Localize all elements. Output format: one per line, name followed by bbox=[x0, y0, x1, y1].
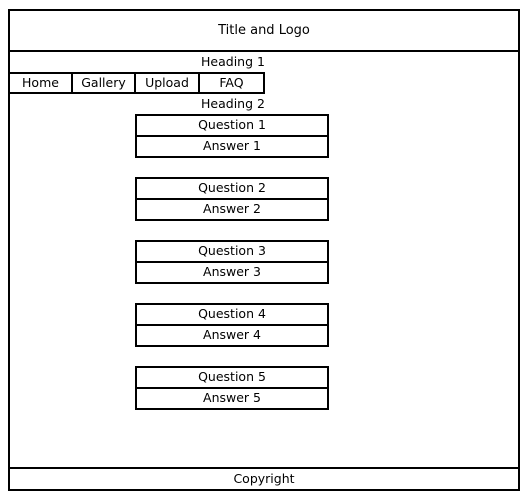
faq-answer: Answer 4 bbox=[135, 324, 329, 347]
faq-answer: Answer 2 bbox=[135, 198, 329, 221]
faq-question-label: Question 4 bbox=[198, 306, 266, 322]
nav-item-label: Home bbox=[22, 74, 59, 90]
copyright-text: Copyright bbox=[233, 470, 295, 486]
heading-2: Heading 2 bbox=[201, 95, 265, 111]
faq-question-label: Question 2 bbox=[198, 180, 266, 196]
faq-answer-label: Answer 2 bbox=[203, 201, 261, 217]
faq-answer-label: Answer 5 bbox=[203, 390, 261, 406]
faq-question[interactable]: Question 5 bbox=[135, 366, 329, 389]
faq-question-label: Question 1 bbox=[198, 117, 266, 133]
header-title: Title and Logo bbox=[218, 23, 310, 38]
heading-1: Heading 1 bbox=[201, 53, 265, 69]
faq-answer: Answer 5 bbox=[135, 387, 329, 410]
nav-item-home[interactable]: Home bbox=[8, 72, 73, 94]
faq-answer: Answer 1 bbox=[135, 135, 329, 158]
nav-item-faq[interactable]: FAQ bbox=[198, 72, 265, 94]
faq-question[interactable]: Question 3 bbox=[135, 240, 329, 263]
nav-item-label: Upload bbox=[145, 74, 189, 90]
faq-question-label: Question 3 bbox=[198, 243, 266, 259]
nav-item-gallery[interactable]: Gallery bbox=[71, 72, 136, 94]
nav-item-upload[interactable]: Upload bbox=[134, 72, 200, 94]
nav-item-label: FAQ bbox=[219, 74, 244, 90]
faq-answer-label: Answer 4 bbox=[203, 327, 261, 343]
nav-item-label: Gallery bbox=[81, 74, 126, 90]
title-and-logo-header: Title and Logo bbox=[8, 9, 520, 52]
faq-question[interactable]: Question 1 bbox=[135, 114, 329, 137]
faq-answer-label: Answer 3 bbox=[203, 264, 261, 280]
copyright-footer: Copyright bbox=[8, 467, 520, 491]
faq-answer-label: Answer 1 bbox=[203, 138, 261, 154]
faq-question-label: Question 5 bbox=[198, 369, 266, 385]
faq-question[interactable]: Question 2 bbox=[135, 177, 329, 200]
faq-question[interactable]: Question 4 bbox=[135, 303, 329, 326]
faq-answer: Answer 3 bbox=[135, 261, 329, 284]
